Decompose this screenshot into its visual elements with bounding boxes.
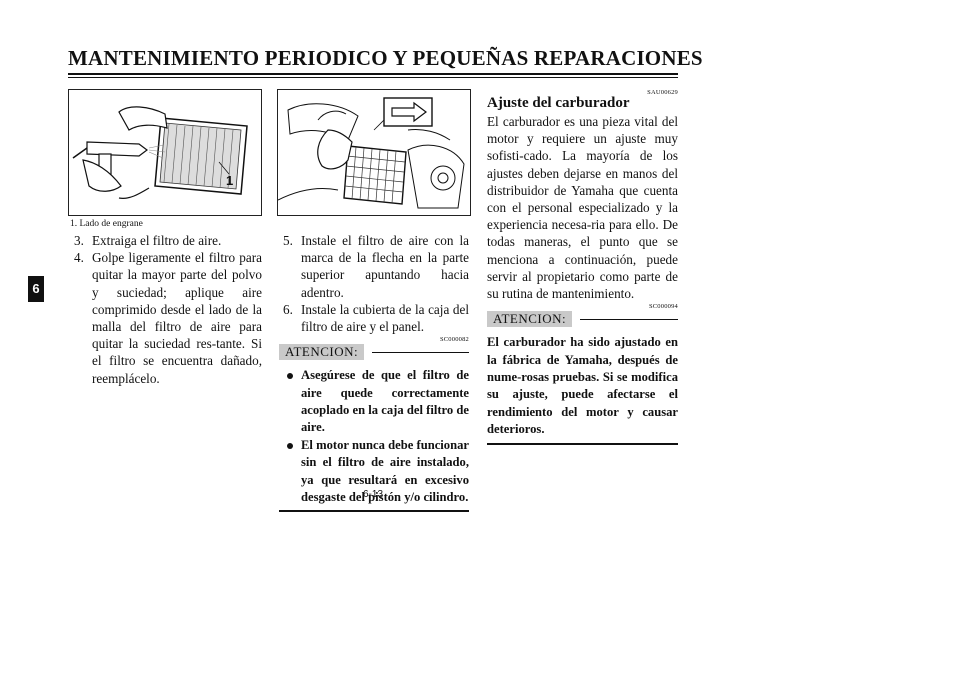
attention-rule xyxy=(580,318,678,320)
bullet-icon xyxy=(287,373,293,380)
column-3: SAU00629 Ajuste del carburador El carbur… xyxy=(487,89,678,445)
steps-list-2: 5. Instale el filtro de aire con la marc… xyxy=(283,232,469,335)
warning-end-rule xyxy=(279,510,469,513)
section-code: SC000094 xyxy=(648,303,678,311)
warning-end-rule xyxy=(487,442,678,445)
air-filter-cleaning-illustration: 1 xyxy=(68,89,262,216)
column-1: 3. Extraiga el filtro de aire. 4. Golpe … xyxy=(74,232,262,387)
filter-installation-drawing xyxy=(278,97,465,209)
list-item: 6. Instale la cubierta de la caja del fi… xyxy=(283,301,469,335)
carburetor-paragraph: El carburador es una pieza vital del mot… xyxy=(487,114,678,302)
list-item: 3. Extraiga el filtro de aire. xyxy=(74,233,222,248)
header-rule-thin xyxy=(68,77,678,78)
attention-header: ATENCION: xyxy=(487,310,678,328)
section-code: SC000082 xyxy=(439,336,469,344)
section-code: SAU00629 xyxy=(647,89,678,96)
warning-bullets: Asegúrese de que el filtro de aire quede… xyxy=(283,367,469,506)
attention-rule xyxy=(372,351,469,353)
figure-caption: 1. Lado de engrane xyxy=(70,219,143,229)
list-item: El motor nunca debe funcionar sin el fil… xyxy=(283,437,469,507)
header-rule xyxy=(68,73,678,75)
steps-list-1: 3. Extraiga el filtro de aire. 4. Golpe … xyxy=(74,232,262,387)
callout-1: 1 xyxy=(226,173,233,188)
column-2: 5. Instale el filtro de aire con la marc… xyxy=(279,232,469,513)
section-heading: Ajuste del carburador xyxy=(487,95,630,111)
attention-label: ATENCION: xyxy=(279,344,365,361)
air-filter-installation-illustration xyxy=(277,89,471,216)
carburetor-warning: El carburador ha sido ajustado en la fáb… xyxy=(487,335,678,437)
list-item: 5. Instale el filtro de aire con la marc… xyxy=(283,233,469,300)
page-title: MANTENIMIENTO PERIODICO Y PEQUEÑAS REPAR… xyxy=(68,46,703,70)
attention-header: ATENCION: xyxy=(279,343,469,361)
bullet-icon xyxy=(287,442,293,449)
page-number: 6-13 xyxy=(363,489,384,500)
list-item: Asegúrese de que el filtro de aire quede… xyxy=(283,367,469,437)
chapter-tab: 6 xyxy=(28,276,44,302)
list-item: 4. Golpe ligeramente el filtro para quit… xyxy=(74,250,262,386)
attention-label: ATENCION: xyxy=(487,311,573,328)
air-filter-drawing: 1 xyxy=(72,106,248,199)
